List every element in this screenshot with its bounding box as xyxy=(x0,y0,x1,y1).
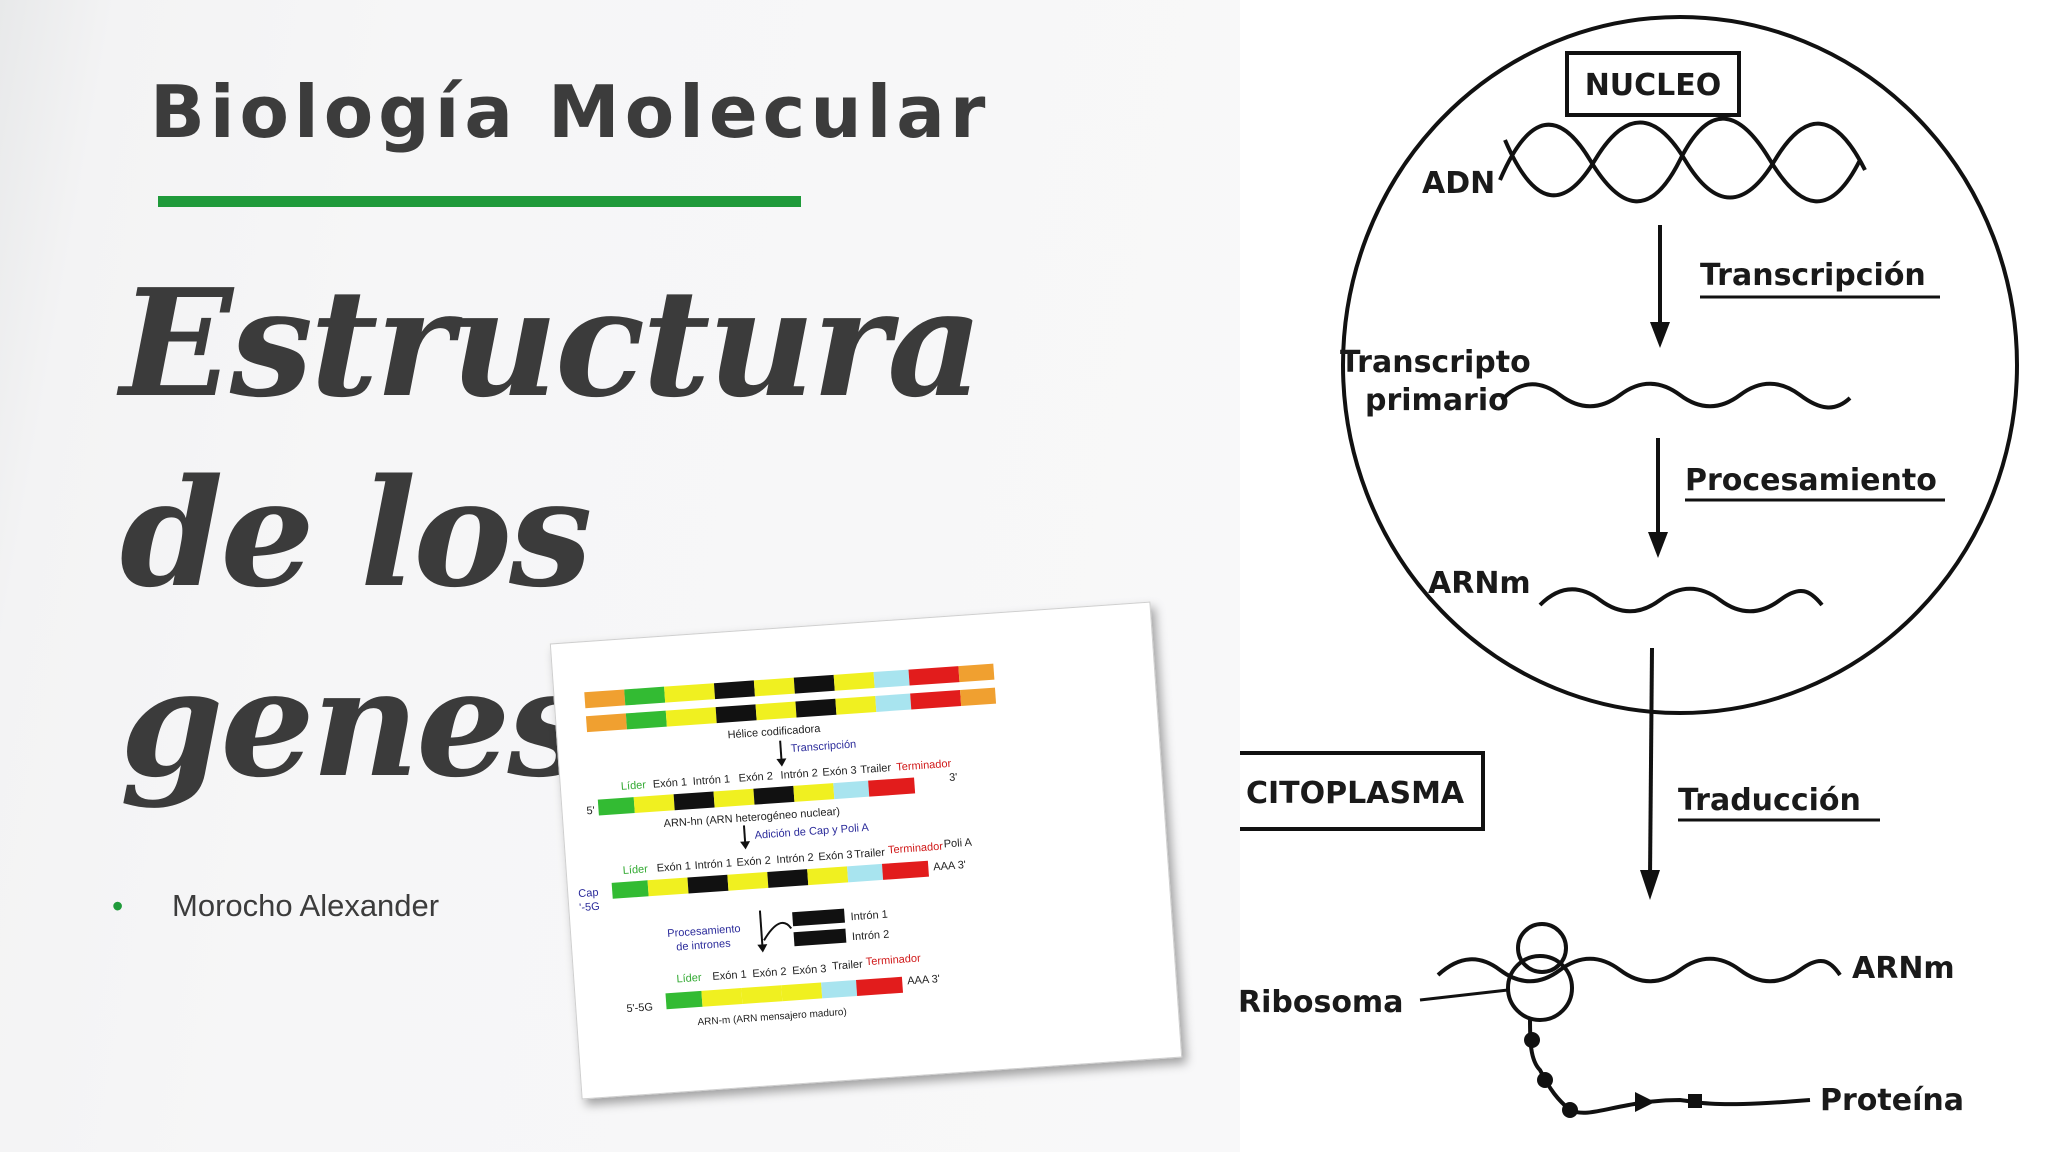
label-trailer-2: Trailer xyxy=(854,847,886,861)
right-background xyxy=(1240,0,2048,1152)
accent-rule xyxy=(158,196,801,207)
protein-chain xyxy=(1528,1017,1811,1115)
mrna-cytoplasm-wave xyxy=(1436,956,1842,984)
arn-m-strip xyxy=(665,976,904,1010)
label-arn-m: ARN-m (ARN mensajero maduro) xyxy=(697,1007,847,1028)
label-exon2-3: Exón 2 xyxy=(752,966,787,980)
label-lider-2: Líder xyxy=(622,863,648,877)
label-intron2-1: Intrón 2 xyxy=(780,767,818,782)
cap-polia-strip xyxy=(611,860,929,899)
label-ribosoma: Ribosoma xyxy=(1240,985,1403,1020)
label-intron1-2: Intrón 1 xyxy=(694,857,732,872)
label-trailer-3: Trailer xyxy=(832,958,864,972)
label-aaa3-1: AAA 3' xyxy=(933,859,966,873)
label-citoplasma: CITOPLASMA xyxy=(1246,776,1465,811)
slide-subtitle: Biología Molecular xyxy=(150,70,991,154)
label-de-intrones: de intrones xyxy=(676,938,732,954)
label-lider-1: Líder xyxy=(621,779,647,793)
label-transcripcion: Transcripción xyxy=(790,738,856,755)
label-exon2-1: Exón 2 xyxy=(738,770,773,784)
label-exon2-2: Exón 2 xyxy=(736,855,771,869)
dna-strip-bottom xyxy=(585,687,997,733)
label-cap5g: '-5G xyxy=(579,901,600,914)
label-intron1-removed: Intrón 1 xyxy=(850,909,888,924)
gene-structure-svg: Hélice codificadora Transcripción Líder … xyxy=(578,663,997,1028)
label-transcripto: Transcripto xyxy=(1340,345,1531,380)
label-transcripcion: Transcripción xyxy=(1700,258,1926,293)
title-line-3: genes xyxy=(120,636,591,810)
label-five5g: 5'-5G xyxy=(626,1001,653,1015)
label-terminador-3: Terminador xyxy=(865,952,921,968)
author-name: Morocho Alexander xyxy=(172,888,440,923)
label-lider-3: Líder xyxy=(676,972,702,986)
label-traduccion: Traducción xyxy=(1678,783,1861,818)
bullet-marker: • xyxy=(112,888,124,924)
label-exon1-3: Exón 1 xyxy=(712,969,747,983)
label-intron1-1: Intrón 1 xyxy=(692,773,730,788)
label-trailer-1: Trailer xyxy=(860,762,892,776)
label-primario: primario xyxy=(1365,383,1509,418)
nucleus-circle xyxy=(1341,15,2019,715)
label-helice: Hélice codificadora xyxy=(727,723,821,742)
label-arnm-cytoplasm: ARNm xyxy=(1852,951,1955,986)
citoplasma-box xyxy=(1240,751,1485,831)
primary-transcript-wave xyxy=(1500,381,1852,410)
label-exon3-1: Exón 3 xyxy=(822,764,857,778)
dna-strip-top xyxy=(584,663,995,709)
label-five-1: 5' xyxy=(586,805,595,818)
arrow-traduccion xyxy=(1648,647,1654,879)
label-procesamiento: Procesamiento xyxy=(667,923,741,940)
slide-title: Estructura de los genes xyxy=(120,248,983,818)
title-line-2: de los xyxy=(120,446,592,620)
label-exon3-2: Exón 3 xyxy=(818,849,853,863)
gene-expression-diagram: NUCLEO ADN Transcripción Transcripto pri… xyxy=(1240,15,2019,1118)
title-line-1: Estructura xyxy=(120,256,983,430)
label-terminador-1: Terminador xyxy=(896,758,952,774)
label-poli: Poli A xyxy=(943,837,973,851)
label-cap: Cap xyxy=(578,887,599,900)
gene-structure-figure: Hélice codificadora Transcripción Líder … xyxy=(549,601,1183,1100)
label-exon3-3: Exón 3 xyxy=(792,963,827,977)
label-nucleo: NUCLEO xyxy=(1585,68,1722,103)
label-intron2-2: Intrón 2 xyxy=(776,852,814,867)
nucleo-box xyxy=(1565,51,1741,117)
label-adn: ADN xyxy=(1422,166,1495,201)
mrna-nucleus-wave xyxy=(1538,586,1824,614)
label-intron2-removed: Intrón 2 xyxy=(852,929,890,944)
label-three-1: 3' xyxy=(949,771,958,784)
ribosome-icon xyxy=(1506,922,1574,1022)
dna-helix-icon xyxy=(1498,116,1867,204)
label-exon1-2: Exón 1 xyxy=(656,860,691,874)
label-proteina: Proteína xyxy=(1820,1083,1964,1118)
label-aaa3-2: AAA 3' xyxy=(907,973,940,987)
label-procesamiento: Procesamiento xyxy=(1685,463,1937,498)
label-adicion: Adición de Cap y Poli A xyxy=(754,822,870,842)
label-terminador-2: Terminador xyxy=(888,841,944,857)
label-arnm-nucleus: ARNm xyxy=(1428,566,1531,601)
label-exon1-1: Exón 1 xyxy=(652,776,687,790)
arn-hn-strip xyxy=(597,777,916,816)
